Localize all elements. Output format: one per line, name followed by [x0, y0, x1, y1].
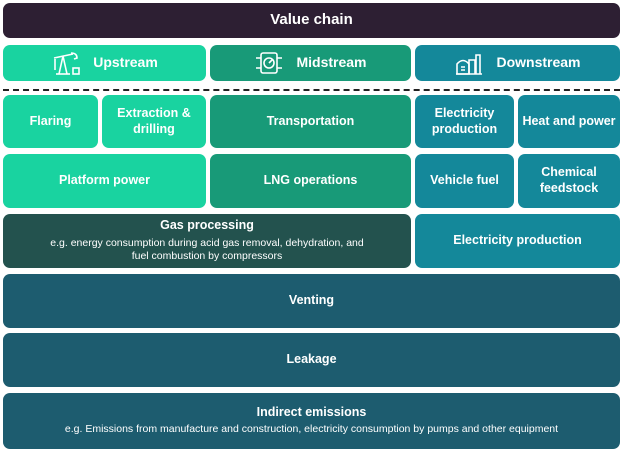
gas-processing-box: Gas processing e.g. energy consumption d… [3, 214, 411, 268]
venting-box: Venting [3, 274, 620, 328]
flaring-box: Flaring [3, 95, 98, 148]
chemical-feedstock-box: Chemical feedstock [518, 154, 620, 208]
indirect-emissions-box: Indirect emissions e.g. Emissions from m… [3, 393, 620, 449]
electricity-production-box: Electricity production [415, 95, 514, 148]
extraction-drilling-box: Extraction & drilling [102, 95, 206, 148]
refinery-icon [454, 50, 484, 76]
upstream-label: Upstream [93, 54, 158, 71]
separator-dashed-line [3, 89, 620, 91]
downstream-label: Downstream [496, 54, 581, 71]
electricity-production-2-box: Electricity production [415, 214, 620, 268]
indirect-emissions-description: e.g. Emissions from manufacture and cons… [64, 423, 559, 436]
heat-and-power-box: Heat and power [518, 95, 620, 148]
lng-operations-box: LNG operations [210, 154, 411, 208]
gas-meter-icon [254, 50, 284, 76]
midstream-header: Midstream [210, 45, 411, 81]
oil-pump-icon [51, 50, 81, 76]
platform-power-box: Platform power [3, 154, 206, 208]
value-chain-title: Value chain [3, 3, 620, 38]
gas-processing-title: Gas processing [160, 218, 254, 233]
vehicle-fuel-box: Vehicle fuel [415, 154, 514, 208]
transportation-box: Transportation [210, 95, 411, 148]
upstream-header: Upstream [3, 45, 206, 81]
downstream-header: Downstream [415, 45, 620, 81]
gas-processing-description: e.g. energy consumption during acid gas … [50, 236, 364, 263]
indirect-emissions-title: Indirect emissions [256, 404, 367, 419]
midstream-label: Midstream [296, 54, 367, 71]
leakage-box: Leakage [3, 333, 620, 387]
